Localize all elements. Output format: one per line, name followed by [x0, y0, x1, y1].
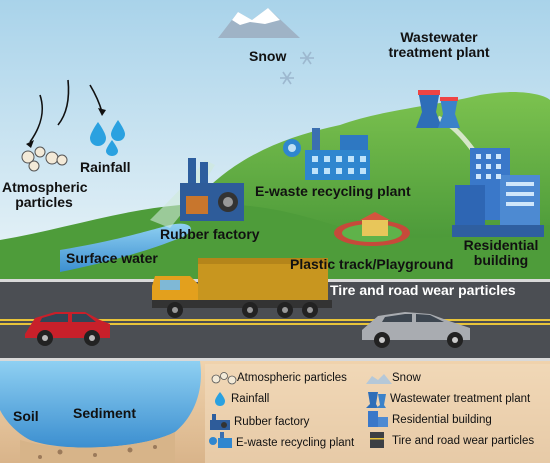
legend-rainfall-icon — [215, 392, 225, 406]
atmospheric-particles-icon — [21, 146, 68, 172]
legend-wastewater: Wastewater treatment plant — [390, 393, 531, 405]
ewaste-plant-icon — [283, 128, 370, 180]
legend-wastewater-plant-icon — [366, 392, 386, 408]
legend-atmospheric-particles: Atmospheric particles — [237, 372, 347, 384]
legend-tire-road-wear-icon — [370, 432, 384, 448]
pebbles — [38, 445, 157, 459]
rubber-factory-icon — [180, 158, 244, 221]
arrowheads — [26, 108, 106, 148]
ewaste-label: E-waste recycling plant — [255, 183, 411, 199]
road-edge-bottom — [0, 358, 550, 361]
snowflake-icon — [280, 51, 314, 85]
legend-residential-building-icon — [368, 411, 388, 427]
legend-rubber-factory-icon — [210, 414, 230, 430]
residential-building-icon — [452, 148, 544, 237]
plastic-track-label: Plastic track/Playground — [290, 256, 454, 272]
sediment-label: Sediment — [73, 405, 137, 421]
snow-mountain-icon — [218, 8, 300, 38]
legend-rainfall: Rainfall — [231, 393, 270, 405]
water-body — [0, 361, 201, 448]
sediment-layer — [20, 432, 175, 463]
surface-water-stream — [60, 223, 191, 272]
legend-atmospheric-particles-icon — [211, 372, 237, 385]
soil-label: Soil — [13, 408, 39, 424]
tire-road-wear-label: Tire and road wear particles — [330, 282, 516, 298]
front-hill — [0, 204, 550, 280]
snow-label: Snow — [249, 48, 287, 64]
legend-ewaste: E-waste recycling plant — [236, 437, 355, 449]
surface-water-label: Surface water — [66, 250, 158, 266]
truck-icon — [152, 258, 332, 318]
rainfall-label: Rainfall — [80, 159, 131, 175]
legend-snow-icon — [366, 374, 392, 384]
wastewater-plant-icon — [416, 90, 460, 128]
wastewater-label: Wastewater treatment plant — [388, 29, 490, 60]
legend-residential: Residential building — [392, 414, 492, 426]
road-lane-markings — [0, 319, 550, 325]
legend-ewaste-plant-icon — [209, 432, 232, 448]
legend-rubber-factory: Rubber factory — [234, 416, 310, 428]
legend-tire-road-wear: Tire and road wear particles — [392, 435, 535, 447]
rainfall-icon — [90, 120, 125, 156]
red-car-icon — [25, 312, 110, 346]
residential-label: Residential building — [463, 237, 539, 268]
rubber-factory-label: Rubber factory — [160, 226, 260, 242]
atmospheric-particles-label: Atmospheric particles — [2, 179, 88, 210]
playground-icon — [334, 212, 410, 246]
silver-car-icon — [362, 312, 470, 348]
legend-snow: Snow — [392, 372, 421, 384]
